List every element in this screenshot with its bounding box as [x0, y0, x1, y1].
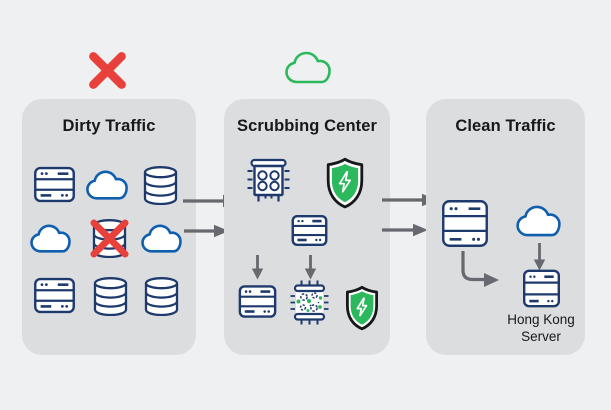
flow-arrow-icon	[382, 223, 428, 237]
shield-icon	[342, 285, 382, 331]
database-icon	[143, 166, 178, 205]
database-icon	[93, 277, 128, 316]
elbow-arrow-icon	[456, 251, 499, 287]
hong-kong-server-icon	[521, 269, 562, 308]
down-arrow-icon	[251, 255, 264, 280]
database-icon	[144, 277, 179, 316]
server-icon	[291, 213, 328, 248]
flow-arrow-icon	[184, 224, 229, 238]
panel-title-scrubbing: Scrubbing Center	[236, 117, 378, 135]
blocked-x-overlay-icon	[89, 218, 130, 259]
shield-icon	[322, 157, 368, 209]
panel-title-clean: Clean Traffic	[455, 117, 556, 135]
down-arrow-icon	[304, 255, 317, 280]
scrubbing-chip-icon	[288, 280, 331, 325]
server-icon	[238, 284, 277, 319]
blocked-x-icon	[89, 52, 126, 89]
hong-kong-server-label: Hong Kong Server	[507, 312, 575, 344]
down-arrow-icon	[533, 243, 546, 271]
cloud-icon	[514, 205, 563, 238]
cloud-icon	[29, 224, 72, 254]
firewall-icon	[247, 158, 290, 203]
allowed-cloud-icon	[284, 50, 332, 86]
cloud-icon	[85, 170, 129, 201]
server-icon	[33, 166, 76, 203]
cloud-icon	[140, 224, 183, 254]
server-icon	[441, 199, 489, 248]
server-icon	[33, 277, 76, 314]
panel-title-dirty: Dirty Traffic	[62, 117, 156, 135]
